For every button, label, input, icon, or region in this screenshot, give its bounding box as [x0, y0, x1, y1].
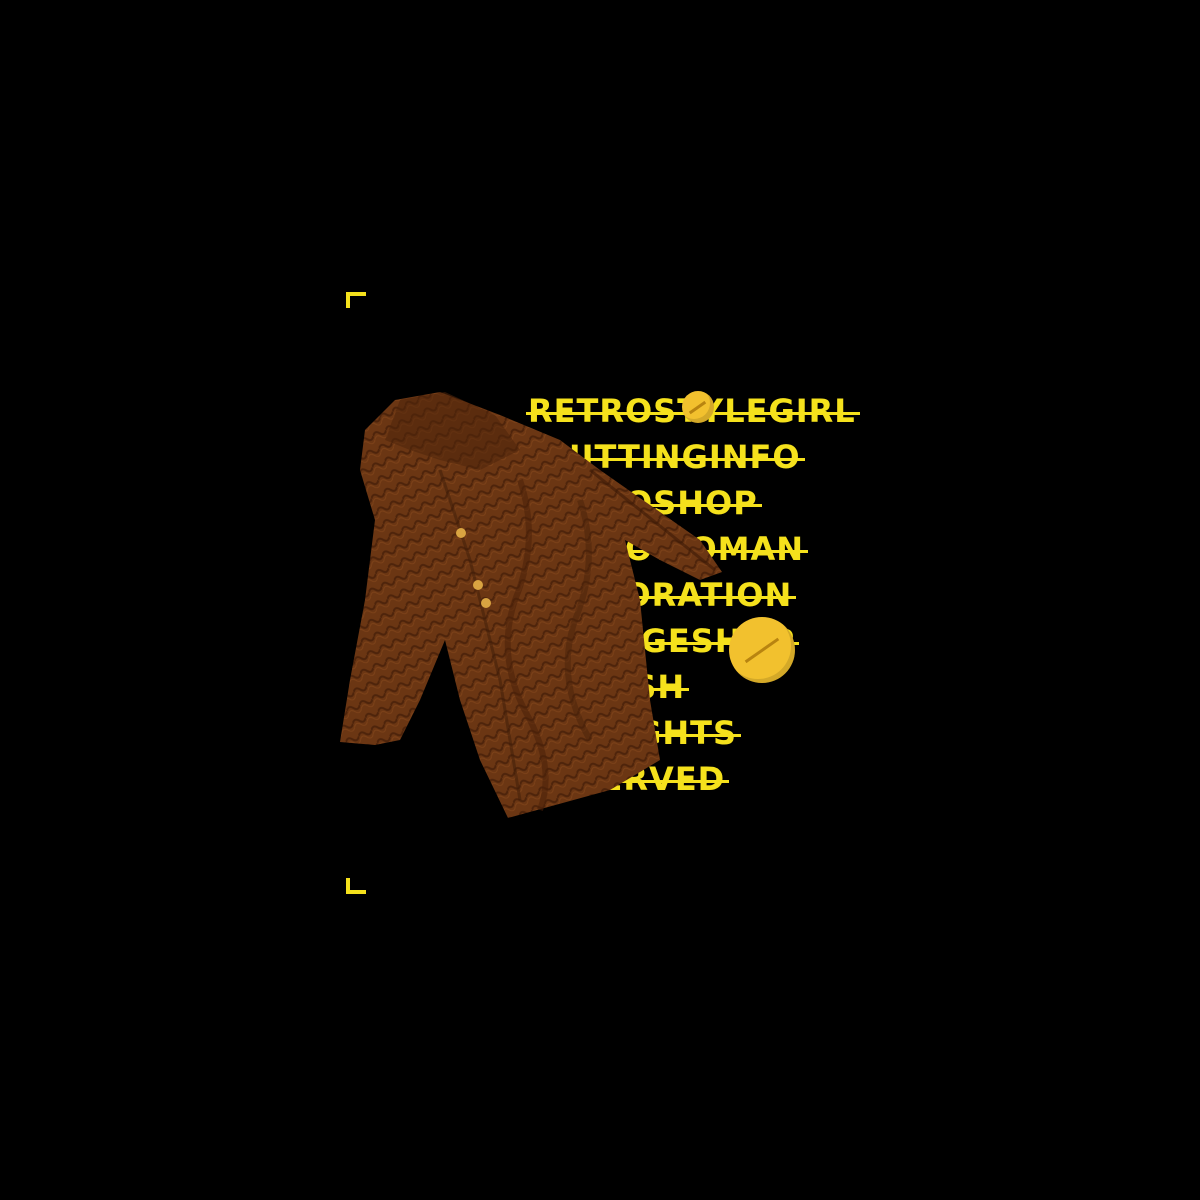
frame-corner-top-left [346, 292, 366, 308]
coat-button [473, 580, 483, 590]
yellow-coin-small [682, 391, 714, 423]
yellow-coin-large [729, 617, 795, 683]
coat-collar [385, 392, 520, 470]
coat-body [340, 392, 722, 818]
coat-button [481, 598, 491, 608]
frame-corner-bottom-left [346, 878, 366, 894]
coat-button [456, 528, 466, 538]
